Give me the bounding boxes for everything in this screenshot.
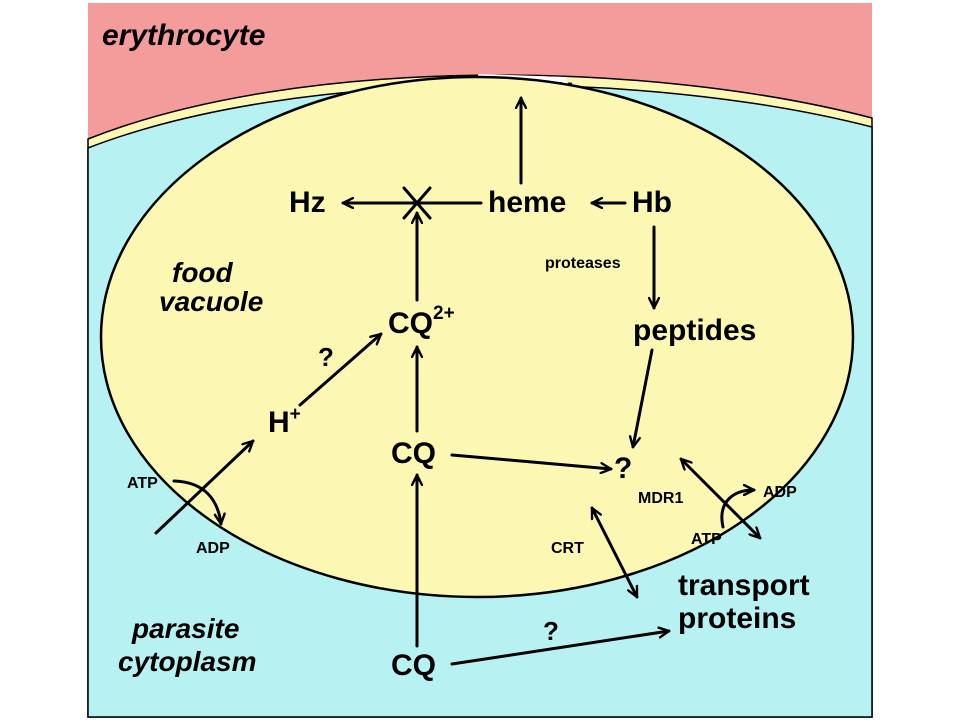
mdr1-label: MDR1 <box>638 490 683 507</box>
proton-label: H+ <box>268 404 301 439</box>
parasite-cytoplasm-label-1: parasite <box>131 613 239 644</box>
adp-left-label: ADP <box>196 540 230 557</box>
transport-proteins-label-1: transport <box>678 569 810 602</box>
proton-charge: + <box>290 404 301 425</box>
question-target: ? <box>614 452 632 485</box>
question-transport: ? <box>543 616 559 646</box>
question-proton-transfer: ? <box>318 342 334 372</box>
cq2-charge: 2+ <box>433 303 455 324</box>
inhibition-x-stroke-2 <box>402 186 432 220</box>
food-vacuole-label-1: food <box>172 257 234 288</box>
hemozoin-label: Hz <box>289 186 326 219</box>
arrow-proton-pump <box>154 439 255 535</box>
crt-label: CRT <box>551 540 584 557</box>
atp-right-label: ATP <box>691 531 722 548</box>
peptides-label: peptides <box>633 314 756 347</box>
arrow-atp-to-adp-left <box>172 479 221 526</box>
arrow-mdr1-bidirectional <box>679 457 762 540</box>
proton-base: H <box>268 406 290 439</box>
proteases-label: proteases <box>545 255 621 272</box>
heme-label: heme <box>488 186 566 219</box>
arrow-cq-to-target <box>450 453 613 469</box>
cq-outer-label: CQ <box>391 649 436 682</box>
hemoglobin-label: Hb <box>632 186 672 219</box>
arrow-crt-bidirectional <box>590 506 639 599</box>
cq2-base: CQ <box>388 307 433 340</box>
arrow-atp-to-adp-right <box>720 490 756 529</box>
cq-inner-label: CQ <box>391 437 436 470</box>
cq-diprotonated-label: CQ2+ <box>388 303 455 340</box>
transport-proteins-label-2: proteins <box>678 602 796 635</box>
arrow-peptides-to-target <box>633 348 654 449</box>
food-vacuole <box>99 75 855 599</box>
arrow-proton-to-cq2 <box>298 332 383 407</box>
atp-left-label: ATP <box>127 475 158 492</box>
adp-right-label: ADP <box>763 484 797 501</box>
parasite-cytoplasm-label-2: cytoplasm <box>118 646 257 677</box>
erythrocyte-label: erythrocyte <box>102 19 265 52</box>
arrow-cq-to-transport <box>450 631 671 666</box>
food-vacuole-label-2: vacuole <box>159 286 263 317</box>
